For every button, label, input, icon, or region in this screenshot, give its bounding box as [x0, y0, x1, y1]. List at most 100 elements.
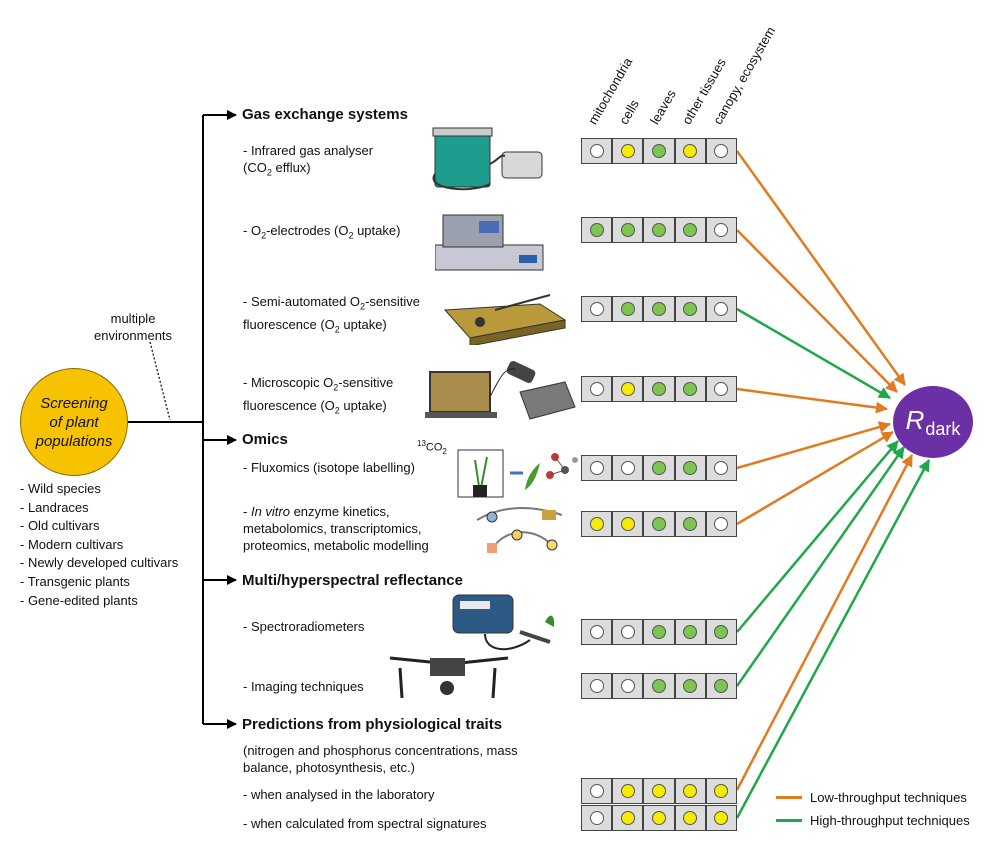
dot-row [581, 138, 737, 164]
label-in-vitro: - In vitro enzyme kinetics, metabolomics… [243, 504, 429, 553]
level-dot-green [683, 461, 698, 475]
level-dot-yellow [651, 811, 666, 825]
label-imaging: - Imaging techniques [243, 679, 364, 694]
dot-cell [612, 778, 644, 804]
level-dot-green [683, 517, 698, 531]
dot-cell [612, 217, 644, 243]
label-irga-line1: - Infrared gas analyser [243, 143, 374, 158]
dot-cell [612, 376, 644, 402]
level-dot-white [714, 223, 729, 237]
screening-line-3: populations [35, 432, 113, 450]
r-dark-symbol: R [905, 404, 925, 435]
level-dot-white [714, 144, 729, 158]
drone-image [389, 656, 509, 699]
dot-cell [674, 217, 706, 243]
dot-cell [643, 511, 675, 537]
dot-row [581, 296, 737, 322]
r-dark-node: Rdark [893, 386, 973, 458]
dot-cell [705, 673, 737, 699]
dot-cell [705, 511, 737, 537]
legend-high-label: High-throughput techniques [810, 813, 970, 828]
microscope-setup-image [425, 361, 576, 420]
level-dot-green [651, 461, 666, 475]
dot-cell [674, 296, 706, 322]
level-dot-green [620, 302, 635, 316]
level-dot-white [589, 144, 604, 158]
level-dot-yellow [620, 144, 635, 158]
level-dot-yellow [714, 784, 729, 798]
population-item: - Newly developed cultivars [20, 555, 179, 571]
level-dot-white [714, 382, 729, 396]
r-dark-subscript: dark [925, 418, 961, 439]
dot-row [581, 805, 737, 831]
dot-row [581, 511, 737, 537]
dot-cell [705, 217, 737, 243]
level-dot-white [620, 679, 635, 693]
environments-line-2: environments [94, 328, 173, 343]
label-spectroradiometers: - Spectroradiometers [243, 619, 365, 634]
level-dot-white [589, 811, 604, 825]
pathway-diagram-image [476, 507, 563, 553]
dot-cell [643, 138, 675, 164]
level-dot-green [714, 625, 729, 639]
level-dot-white [589, 784, 604, 798]
dot-cell [674, 778, 706, 804]
legend-low: Low-throughput techniques [776, 790, 967, 805]
level-dot-white [714, 461, 729, 475]
dot-cell [705, 138, 737, 164]
dot-cell [581, 296, 613, 322]
dot-row [581, 217, 737, 243]
level-dot-white [589, 679, 604, 693]
label-irga: - Infrared gas analyser (CO2 efflux) [243, 142, 373, 182]
level-dot-yellow [620, 784, 635, 798]
dot-cell [674, 376, 706, 402]
dot-cell [674, 455, 706, 481]
level-dot-white [714, 517, 729, 531]
dot-cell [674, 673, 706, 699]
level-dot-white [589, 461, 604, 475]
dot-cell [705, 619, 737, 645]
level-dot-green [683, 625, 698, 639]
population-item: - Landraces [20, 499, 89, 515]
level-dot-yellow [683, 144, 698, 158]
level-dot-white [589, 382, 604, 396]
dot-cell [612, 673, 644, 699]
level-dot-green [683, 302, 698, 316]
level-dot-green [651, 625, 666, 639]
level-dot-green [589, 223, 604, 237]
level-dot-yellow [683, 811, 698, 825]
population-item: - Modern cultivars [20, 536, 124, 552]
environments-label: multiple environments [94, 310, 172, 344]
label-laboratory: - when analysed in the laboratory [243, 787, 435, 802]
label-o2-electrodes: - O2-electrodes (O2 uptake) [243, 223, 401, 241]
spectroradiometer-image [452, 594, 555, 651]
level-dot-green [651, 517, 666, 531]
legend-low-swatch [776, 796, 802, 799]
dot-cell [705, 805, 737, 831]
population-item: - Gene-edited plants [20, 592, 138, 608]
level-dot-yellow [683, 784, 698, 798]
level-dot-green [651, 382, 666, 396]
level-dot-green [683, 223, 698, 237]
heading-spectral: Multi/hyperspectral reflectance [242, 572, 463, 589]
level-dot-yellow [620, 382, 635, 396]
dot-cell [705, 376, 737, 402]
dot-row [581, 778, 737, 804]
screening-line-2: of plant [49, 413, 99, 431]
level-dot-white [620, 625, 635, 639]
level-dot-yellow [589, 517, 604, 531]
dot-cell [705, 296, 737, 322]
level-dot-yellow [651, 784, 666, 798]
level-dot-green [714, 679, 729, 693]
dot-cell [612, 619, 644, 645]
dot-cell [674, 511, 706, 537]
isotope-co2-label: 13CO2 [417, 439, 447, 456]
level-dot-yellow [620, 811, 635, 825]
population-list: - Wild species - Landraces - Old cultiva… [20, 480, 178, 610]
population-item: - Old cultivars [20, 518, 100, 534]
dot-row [581, 376, 737, 402]
level-dot-yellow [714, 811, 729, 825]
dot-cell [581, 673, 613, 699]
dot-cell [643, 778, 675, 804]
level-dot-white [620, 461, 635, 475]
